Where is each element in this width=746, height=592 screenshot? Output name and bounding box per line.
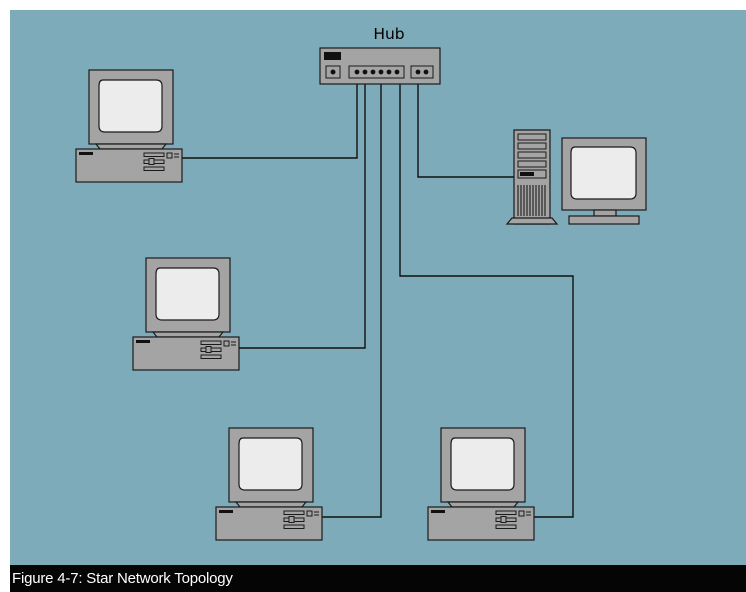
- workstation-bottom-right: [428, 428, 534, 540]
- diagram-canvas: Hub: [10, 10, 746, 565]
- workstation-bottom-center: [216, 428, 322, 540]
- hub-expansion-port: [411, 66, 433, 78]
- figure-caption-bar: Figure 4-7: Star Network Topology: [10, 565, 746, 592]
- workstation-top-left: [76, 70, 182, 182]
- hub-label: Hub: [373, 25, 404, 43]
- server: [507, 130, 646, 224]
- figure-caption: Figure 4-7: Star Network Topology: [12, 570, 233, 587]
- hub-power-led: [324, 52, 341, 60]
- workstation-middle-left: [133, 258, 239, 370]
- star-topology-diagram: Hub: [10, 10, 746, 565]
- hub-uplink-dot: [331, 70, 336, 75]
